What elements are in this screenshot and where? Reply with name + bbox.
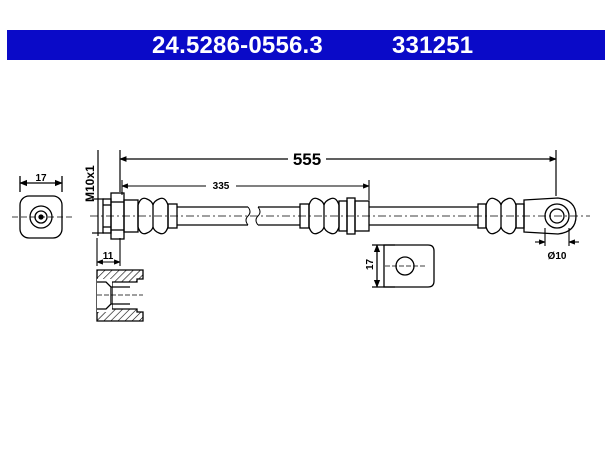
eye-bore-label: Ø10 (548, 251, 567, 262)
part-number: 24.5286-0556.3 (152, 32, 323, 59)
partial-length-dimension (121, 180, 370, 200)
thread-dimension (92, 150, 104, 236)
thread-length-label: 11 (103, 251, 114, 262)
fitting-width-label: 17 (35, 173, 47, 184)
overall-length-dimension (119, 150, 557, 196)
partial-length-label: 335 (213, 181, 230, 192)
title-bar: 24.5286-0556.3 331251 (7, 30, 605, 60)
fitting-seat-section (96, 269, 144, 322)
eye-width-label: 17 (365, 258, 376, 270)
overall-length-label: 555 (293, 150, 321, 169)
thread-label: M10x1 (83, 165, 97, 202)
thread-length-dimension (96, 238, 121, 266)
fitting-end-view (12, 176, 72, 239)
eye-plan-view (372, 244, 435, 288)
reference-number: 331251 (392, 32, 474, 59)
eye-bore-dimension (535, 228, 579, 246)
